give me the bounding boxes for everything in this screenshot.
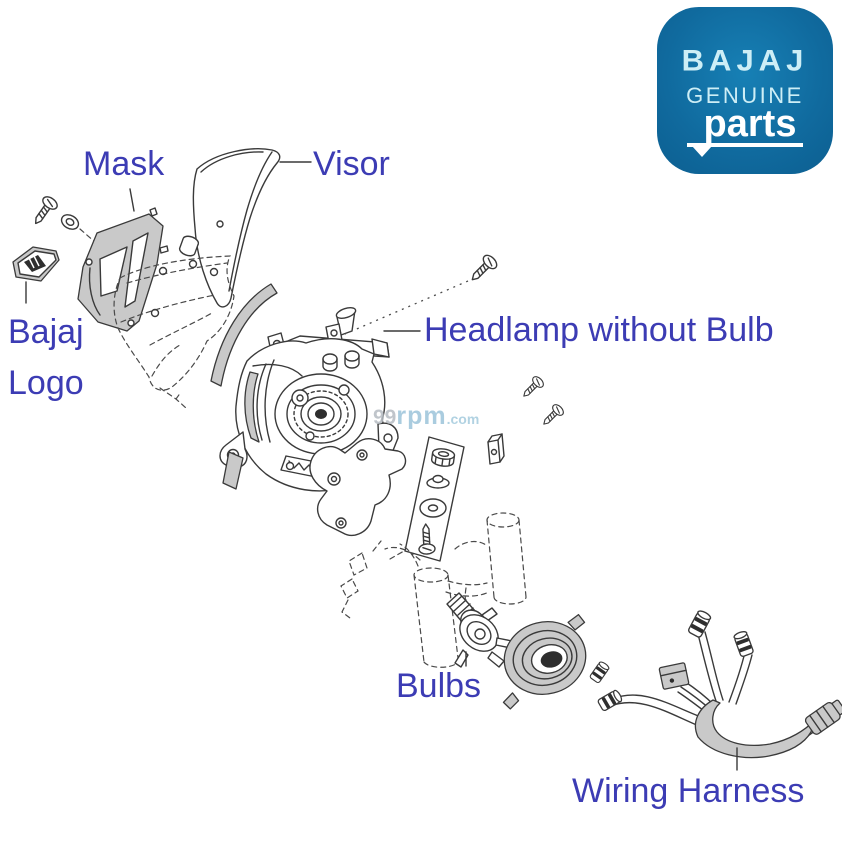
bajaj-logo-part-drawing — [12, 246, 60, 304]
fairing-ghost-drawing — [113, 255, 235, 409]
watermark-prefix: 99 — [373, 406, 397, 429]
badge-underline — [687, 143, 803, 158]
watermark-name: rpm — [396, 402, 447, 430]
trim-strip-drawing — [210, 283, 278, 387]
badge-arrow-icon — [692, 146, 712, 158]
headlamp-label: Headlamp without Bulb — [424, 311, 774, 349]
headlamp-screw-icons — [344, 252, 566, 430]
mounting-bracket-drawing — [309, 438, 407, 537]
bajaj-genuine-parts-badge: BAJAJ GENUINE parts — [657, 7, 833, 174]
badge-genuine-text: GENUINE — [686, 83, 804, 108]
bulb-part-drawing — [446, 592, 513, 668]
pilot-bulb-drawing — [588, 660, 611, 684]
badge-brand-text: BAJAJ — [681, 43, 809, 78]
fork-ghost-drawing — [340, 512, 527, 668]
wiring-harness-drawing — [596, 608, 842, 771]
visor-part-drawing — [178, 148, 312, 308]
badge-parts-text: parts — [703, 103, 797, 145]
visor-label: Visor — [313, 145, 390, 183]
bulbs-label: Bulbs — [396, 667, 482, 705]
bajaj-logo-label-line1: Bajaj — [8, 313, 84, 351]
bajaj-logo-label-line2: Logo — [8, 364, 84, 402]
bajaj-logo-label: Bajaj Logo — [8, 307, 84, 409]
mask-part-drawing — [77, 188, 169, 332]
small-block-part-drawing — [487, 433, 505, 465]
boot-part-drawing — [502, 613, 587, 710]
wiring-harness-label: Wiring Harness — [572, 772, 805, 810]
mask-label: Mask — [83, 145, 165, 183]
watermark-tld: .com — [446, 411, 480, 427]
hardware-kit-drawing — [404, 436, 465, 562]
watermark: 99 rpm .com — [373, 402, 479, 431]
